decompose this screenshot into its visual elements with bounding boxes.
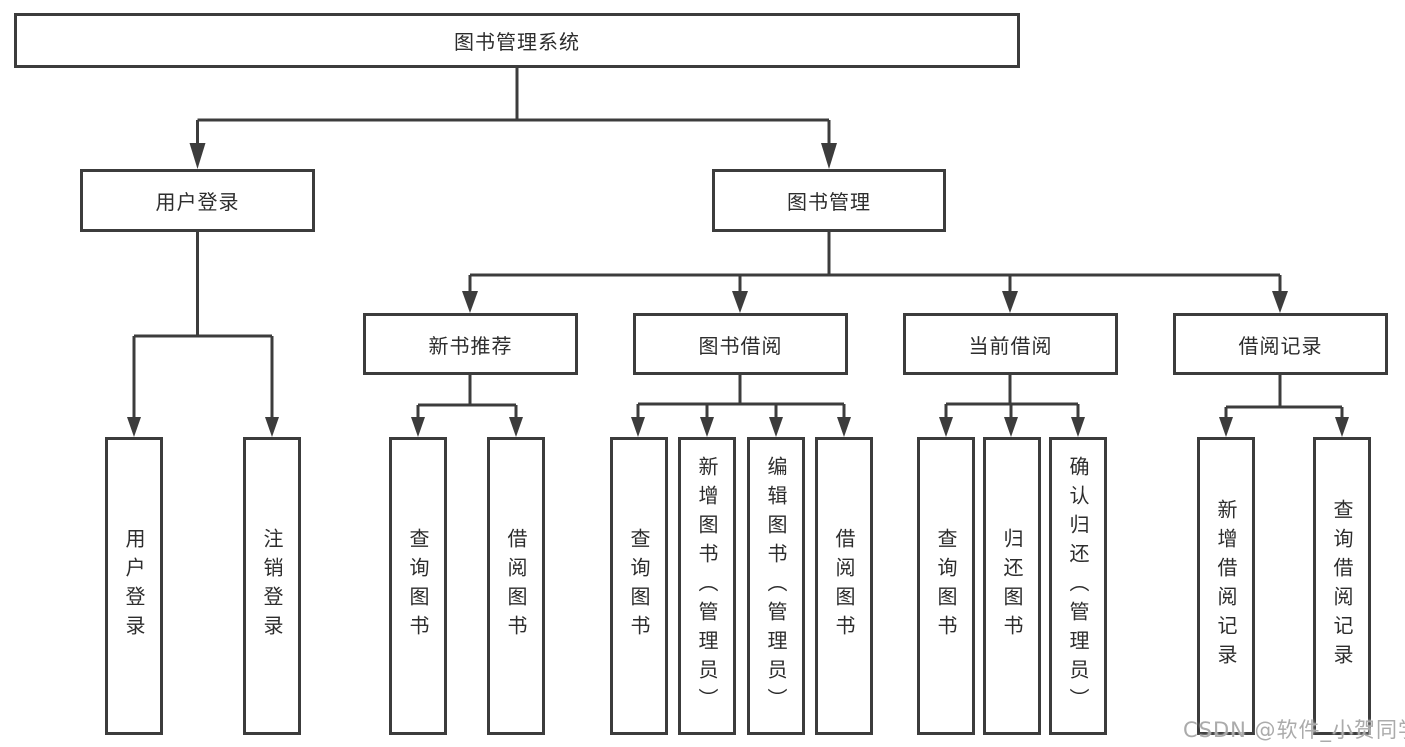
node-label: 图书借阅: [698, 333, 783, 358]
node-book-management: 图书管理: [712, 169, 946, 232]
node-borrow-record: 借阅记录: [1173, 313, 1388, 375]
node-label: 查询图书: [627, 528, 651, 644]
node-label: 归还图书: [1000, 528, 1024, 644]
leaf-query-books-3: 查询图书: [917, 437, 975, 735]
node-label: 图书管理系统: [454, 30, 580, 54]
csdn-watermark: CSDN @软件_小贺同学: [1183, 718, 1405, 742]
node-root: 图书管理系统: [14, 13, 1020, 68]
connector-root-to-level2: [189, 68, 837, 169]
node-label: 图书管理: [787, 190, 871, 214]
node-label: 查询图书: [406, 528, 430, 644]
node-label: 借阅图书: [504, 528, 528, 644]
node-label: 借阅记录: [1238, 333, 1323, 358]
leaf-confirm-return-admin: 确认归还（管理员）: [1049, 437, 1107, 735]
leaf-query-books: 查询图书: [389, 437, 447, 735]
connector-current-borrow-branch: [939, 375, 1085, 437]
node-label: 查询图书: [934, 528, 958, 644]
node-label: 当前借阅: [968, 333, 1053, 358]
node-label: 借阅图书: [832, 528, 856, 644]
node-label: 确认归还（管理员）: [1066, 455, 1090, 717]
node-label: 新增借阅记录: [1214, 499, 1238, 673]
node-book-borrow: 图书借阅: [633, 313, 848, 375]
node-user-login: 用户登录: [80, 169, 315, 232]
node-label: 新增图书（管理员）: [695, 455, 719, 717]
leaf-add-borrow-record: 新增借阅记录: [1197, 437, 1255, 735]
connector-book-mgmt-branch: [462, 232, 1288, 313]
node-label: 注销登录: [260, 528, 284, 644]
leaf-logout: 注销登录: [243, 437, 301, 735]
node-new-book-recommend: 新书推荐: [363, 313, 578, 375]
node-label: 新书推荐: [428, 333, 513, 358]
leaf-user-login: 用户登录: [105, 437, 163, 735]
node-current-borrow: 当前借阅: [903, 313, 1118, 375]
leaf-query-books-2: 查询图书: [610, 437, 668, 735]
leaf-add-books-admin: 新增图书（管理员）: [678, 437, 736, 735]
connector-borrow-record-branch: [1219, 375, 1349, 437]
connector-user-login-branch: [127, 232, 279, 437]
node-label: 用户登录: [155, 190, 240, 214]
leaf-query-borrow-record: 查询借阅记录: [1313, 437, 1371, 735]
leaf-borrow-books: 借阅图书: [487, 437, 545, 735]
leaf-borrow-books-2: 借阅图书: [815, 437, 873, 735]
leaf-return-books: 归还图书: [983, 437, 1041, 735]
leaf-edit-books-admin: 编辑图书（管理员）: [747, 437, 805, 735]
connector-new-book-branch: [411, 375, 523, 437]
node-label: 用户登录: [122, 528, 146, 644]
node-label: 查询借阅记录: [1330, 499, 1354, 673]
connector-book-borrow-branch: [631, 375, 851, 437]
node-label: 编辑图书（管理员）: [764, 455, 788, 717]
